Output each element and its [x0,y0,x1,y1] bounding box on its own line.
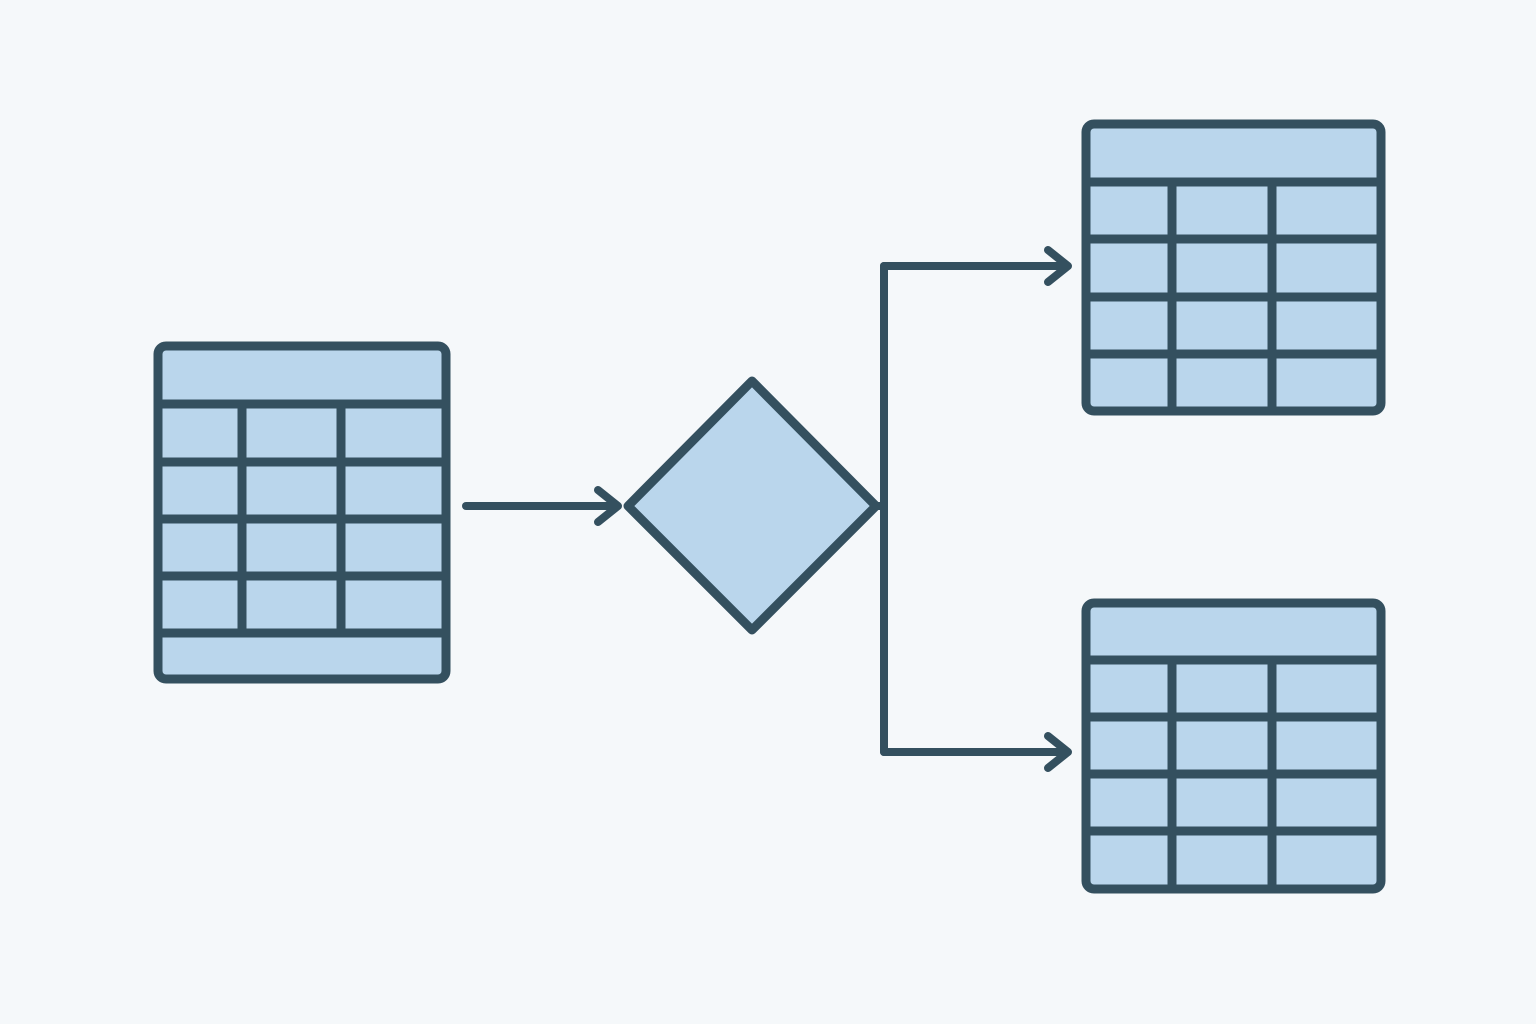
arrow-right-icon [462,486,622,526]
arrow-right-icon [880,246,1072,286]
output-table-top-icon [1081,119,1386,416]
branch-connector [872,262,888,756]
decision-diamond-icon [623,376,881,635]
output-table-bottom-icon [1081,598,1386,894]
source-table-icon [153,341,451,684]
arrow-right-icon [880,732,1072,772]
